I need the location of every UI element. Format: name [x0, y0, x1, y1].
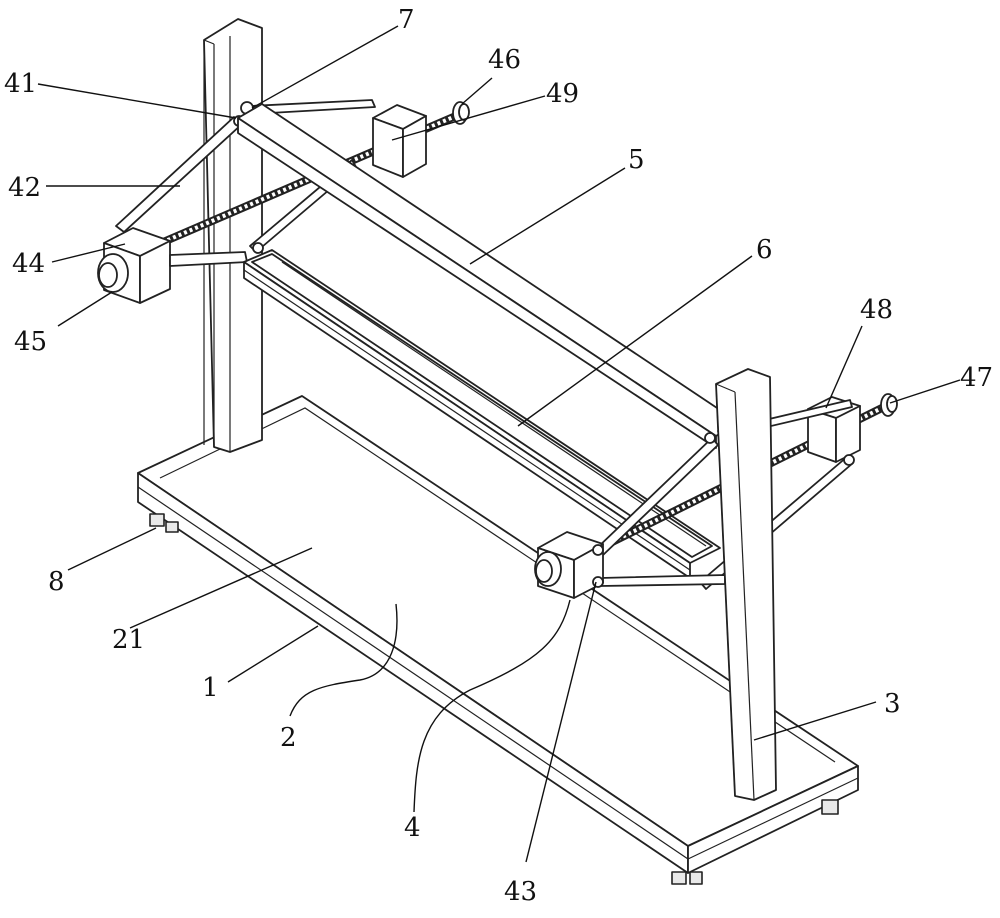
callout-49: 49	[546, 79, 579, 109]
callout-1: 1	[202, 673, 219, 703]
callout-2: 2	[280, 723, 297, 753]
callout-43: 43	[504, 877, 537, 907]
callout-8: 8	[48, 567, 65, 597]
rear-slider-block-left	[372, 104, 427, 178]
callout-48: 48	[860, 295, 893, 325]
left-post	[203, 18, 263, 453]
front-slider-block-left	[97, 227, 171, 304]
callout-6: 6	[756, 235, 773, 265]
trough	[243, 249, 721, 579]
callout-7: 7	[398, 5, 415, 35]
callout-41: 41	[4, 69, 37, 99]
callout-5: 5	[628, 145, 645, 175]
front-slider-block-right	[534, 531, 604, 599]
callout-47: 47	[960, 363, 993, 393]
callout-4: 4	[404, 813, 421, 843]
callout-21: 21	[112, 625, 145, 655]
callout-44: 44	[12, 249, 45, 279]
callout-labels: 41 7 46 49 42 5 44 6 45 48 47 8 21 1 2 3…	[4, 5, 993, 907]
callout-46: 46	[488, 45, 521, 75]
base-feet	[149, 513, 839, 885]
leader-lines	[37, 25, 961, 863]
callout-45: 45	[14, 327, 47, 357]
base-plate	[137, 395, 859, 874]
right-post	[715, 368, 777, 801]
callout-42: 42	[8, 173, 41, 203]
callout-3: 3	[884, 689, 901, 719]
